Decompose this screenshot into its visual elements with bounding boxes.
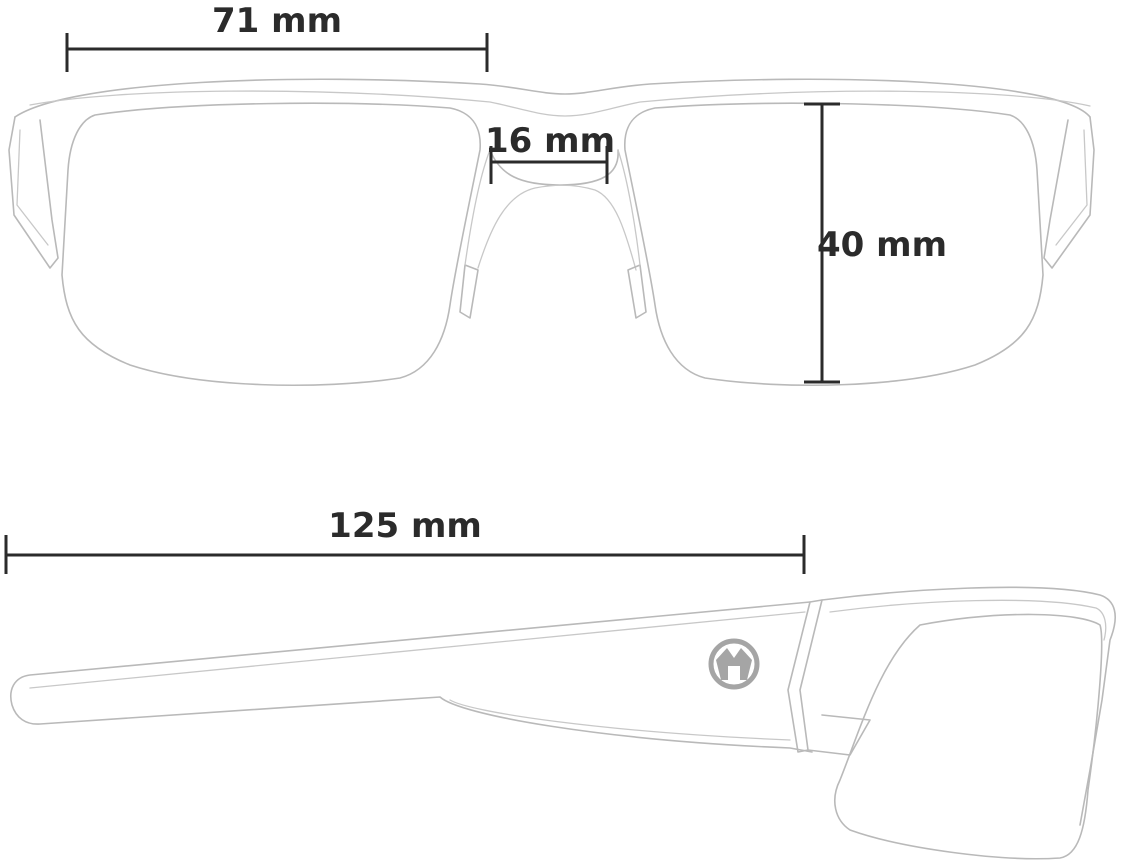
magpul-logo-icon — [708, 638, 760, 690]
front-right-bridge-arm — [617, 149, 641, 266]
side-temple-arm-inner — [29, 611, 806, 741]
label-lens-height: 40 mm — [817, 225, 947, 265]
front-right-endpiece — [1043, 116, 1095, 269]
front-view — [8, 78, 1095, 387]
dimension-bridge-width: 16 mm — [485, 121, 615, 184]
front-left-lens — [61, 102, 481, 387]
front-bridge-inner — [477, 184, 637, 271]
dimension-temple-length: 125 mm — [4, 506, 806, 574]
label-temple-length: 125 mm — [328, 506, 482, 546]
front-right-lens — [624, 102, 1044, 387]
side-hinge — [787, 599, 823, 753]
side-frame-brow-inner — [829, 599, 1107, 641]
front-right-nosepad — [627, 264, 647, 319]
front-left-nosepad — [459, 264, 479, 319]
front-brow-bar-lower — [29, 90, 1091, 117]
side-lens — [834, 613, 1103, 860]
side-temple-arm — [10, 601, 813, 753]
front-brow-bar — [14, 78, 1091, 118]
label-lens-width: 71 mm — [212, 1, 342, 41]
dimension-lens-width: 71 mm — [65, 1, 489, 72]
front-left-endpiece — [8, 116, 59, 269]
side-hinge-bottom — [807, 714, 871, 756]
side-frame-brow — [821, 586, 1116, 826]
front-left-endpiece-detail — [16, 129, 49, 246]
front-left-bridge-arm — [464, 149, 491, 266]
side-view — [10, 586, 1116, 860]
front-right-endpiece-detail — [1055, 129, 1088, 246]
dimension-lens-height: 40 mm — [804, 102, 947, 384]
label-bridge-width: 16 mm — [485, 121, 615, 161]
